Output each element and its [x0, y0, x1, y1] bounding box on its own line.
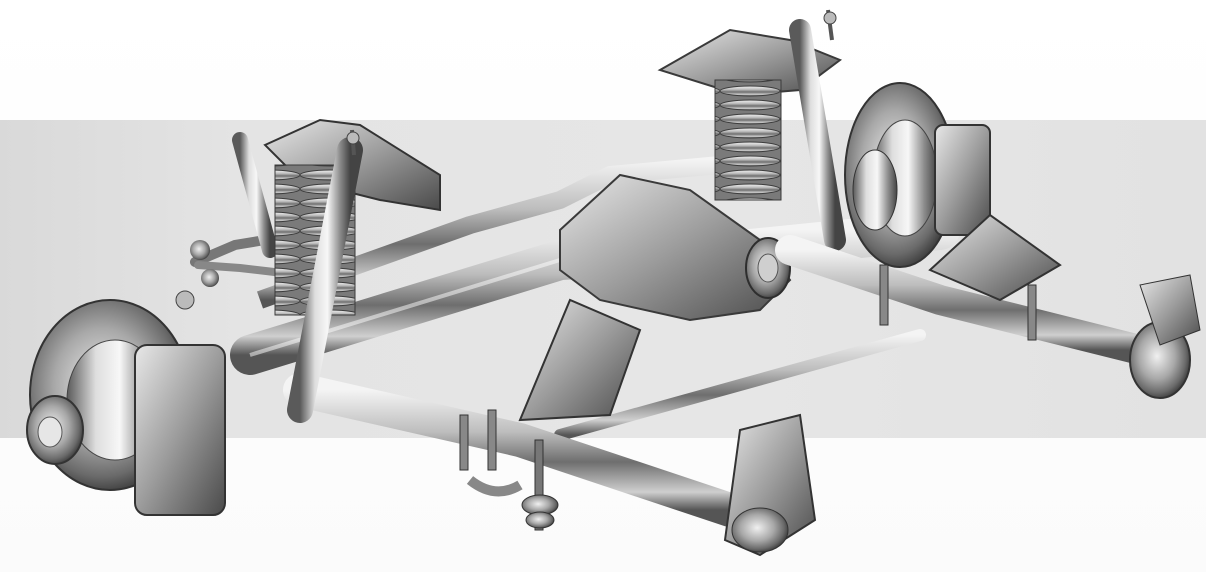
right-coil-spring: [657, 9, 846, 251]
u-bolts: [459, 264, 1037, 531]
center-mount-bracket: [518, 298, 642, 422]
left-brake-hub: [26, 290, 226, 516]
right-mount-bracket: [928, 213, 1062, 302]
right-control-arm: [775, 235, 1201, 399]
track-bar: [554, 329, 926, 441]
right-brake-hub: [844, 82, 991, 268]
left-coil-spring: [263, 118, 441, 423]
differential-housing: [559, 173, 792, 322]
steering-damper: [232, 132, 278, 258]
left-control-arm: [283, 373, 817, 557]
